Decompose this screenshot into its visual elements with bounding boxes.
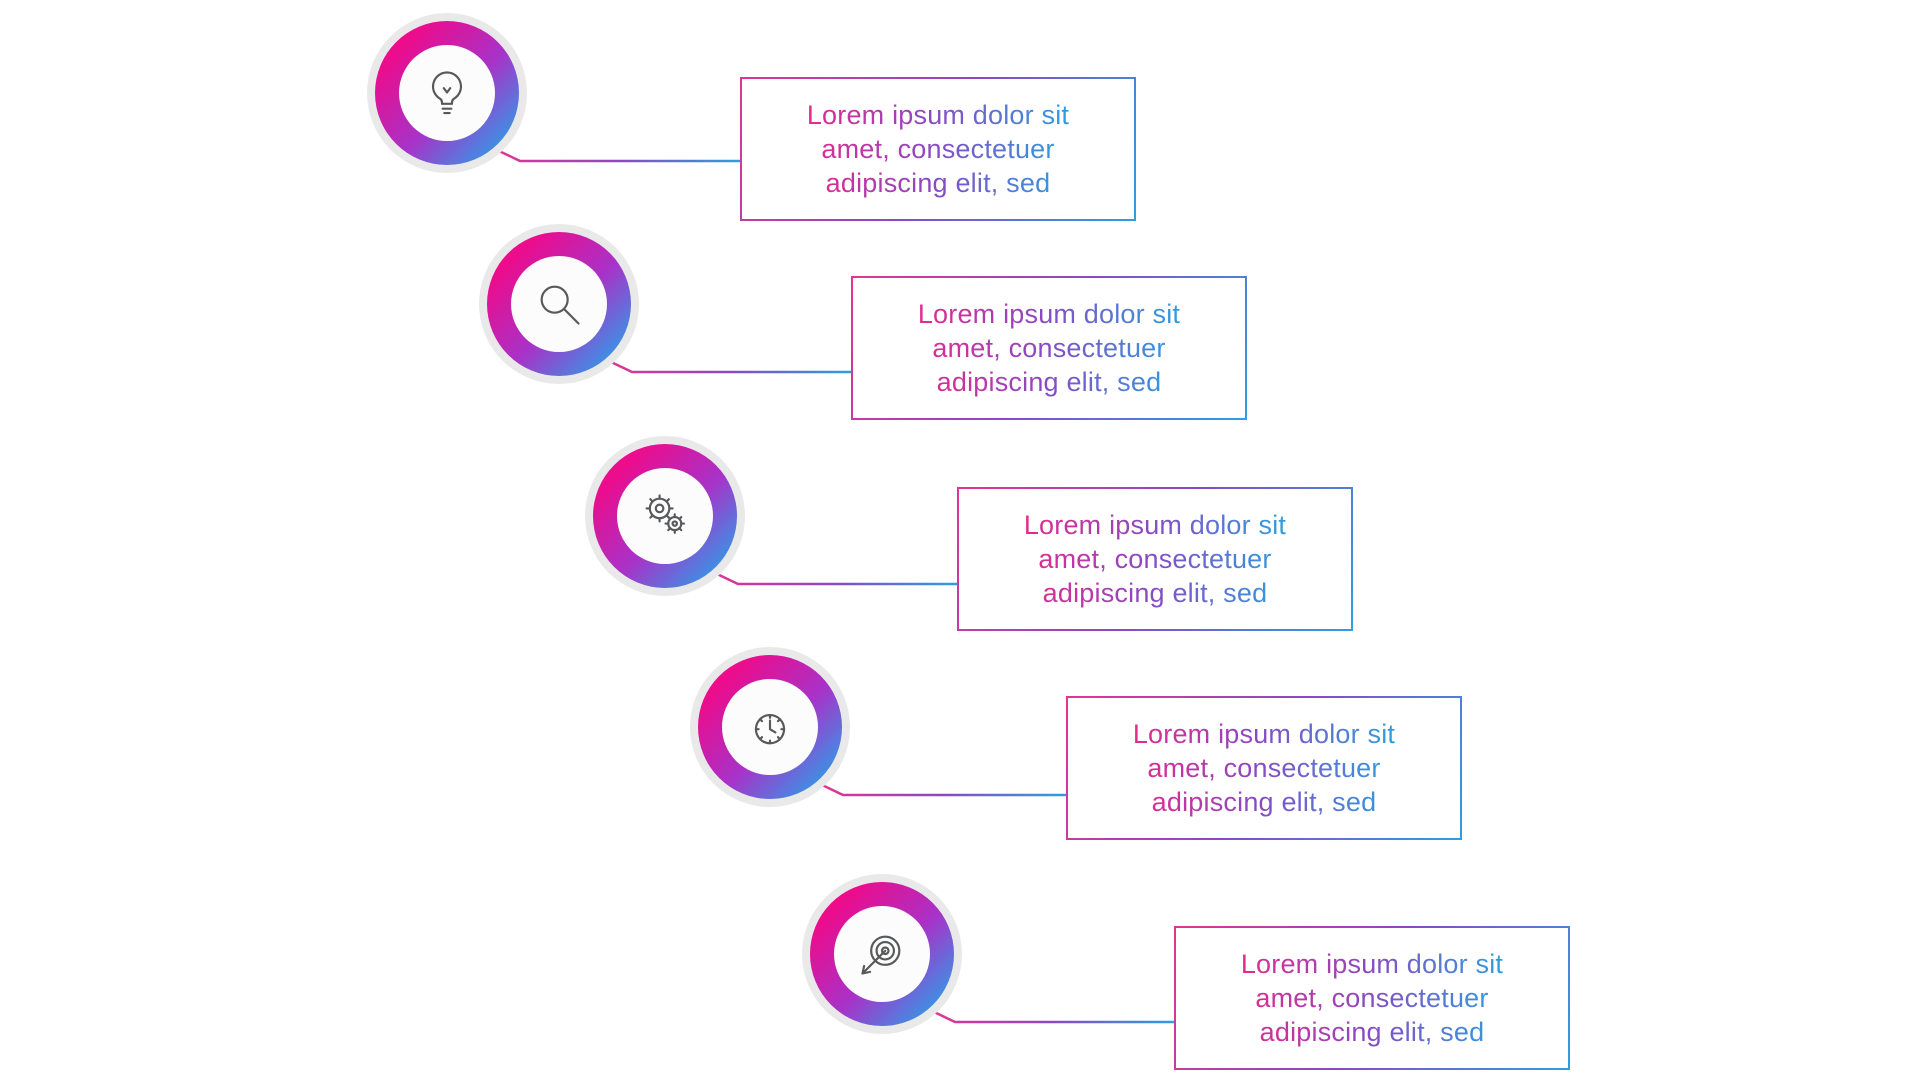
connector-line [819, 782, 1066, 797]
gradient-ring [375, 21, 519, 165]
gradient-ring [487, 232, 631, 376]
text-line: amet, consectetuer [1255, 983, 1489, 1013]
target-icon [861, 935, 901, 975]
step-5-text: Lorem ipsum dolor sit amet, consectetuer… [1241, 947, 1503, 1049]
step-1-textbox: Lorem ipsum dolor sit amet, consectetuer… [740, 77, 1136, 221]
step-4-textbox: Lorem ipsum dolor sit amet, consectetuer… [1066, 696, 1462, 840]
text-line: amet, consectetuer [821, 134, 1055, 164]
text-line: adipiscing elit, sed [825, 168, 1051, 198]
lightbulb-icon [431, 71, 463, 115]
text-line: Lorem ipsum dolor sit [1132, 719, 1396, 749]
text-line: adipiscing elit, sed [1259, 1017, 1485, 1047]
step-5-badge [802, 874, 962, 1034]
text-line: amet, consectetuer [932, 333, 1166, 363]
connector-line [931, 1009, 1174, 1024]
icon-circle [617, 468, 713, 564]
text-line: adipiscing elit, sed [1042, 578, 1268, 608]
text-line: amet, consectetuer [1147, 753, 1381, 783]
connector-line [714, 571, 957, 586]
timer-icon [754, 714, 786, 745]
step-4-badge [690, 647, 850, 807]
gears-icon [645, 494, 686, 534]
icon-circle [399, 45, 495, 141]
gradient-ring [698, 655, 842, 799]
step-3-textbox: Lorem ipsum dolor sit amet, consectetuer… [957, 487, 1353, 631]
gradient-ring [593, 444, 737, 588]
text-line: amet, consectetuer [1038, 544, 1272, 574]
step-1-text: Lorem ipsum dolor sit amet, consectetuer… [807, 98, 1069, 200]
step-3-badge [585, 436, 745, 596]
connector-line [496, 148, 740, 163]
step-2-badge [479, 224, 639, 384]
step-4-text: Lorem ipsum dolor sit amet, consectetuer… [1133, 717, 1395, 819]
text-line: Lorem ipsum dolor sit [917, 299, 1181, 329]
step-2-textbox: Lorem ipsum dolor sit amet, consectetuer… [851, 276, 1247, 420]
text-line: adipiscing elit, sed [1151, 787, 1377, 817]
icon-circle [722, 679, 818, 775]
step-1-badge [367, 13, 527, 173]
step-5-textbox: Lorem ipsum dolor sit amet, consectetuer… [1174, 926, 1570, 1070]
icon-circle [511, 256, 607, 352]
text-line: Lorem ipsum dolor sit [1240, 949, 1504, 979]
connector-line [608, 359, 851, 374]
text-line: Lorem ipsum dolor sit [806, 100, 1070, 130]
search-icon [540, 285, 580, 325]
step-2-text: Lorem ipsum dolor sit amet, consectetuer… [918, 297, 1180, 399]
text-line: adipiscing elit, sed [936, 367, 1162, 397]
text-line: Lorem ipsum dolor sit [1023, 510, 1287, 540]
icon-circle [834, 906, 930, 1002]
step-3-text: Lorem ipsum dolor sit amet, consectetuer… [1024, 508, 1286, 610]
gradient-ring [810, 882, 954, 1026]
